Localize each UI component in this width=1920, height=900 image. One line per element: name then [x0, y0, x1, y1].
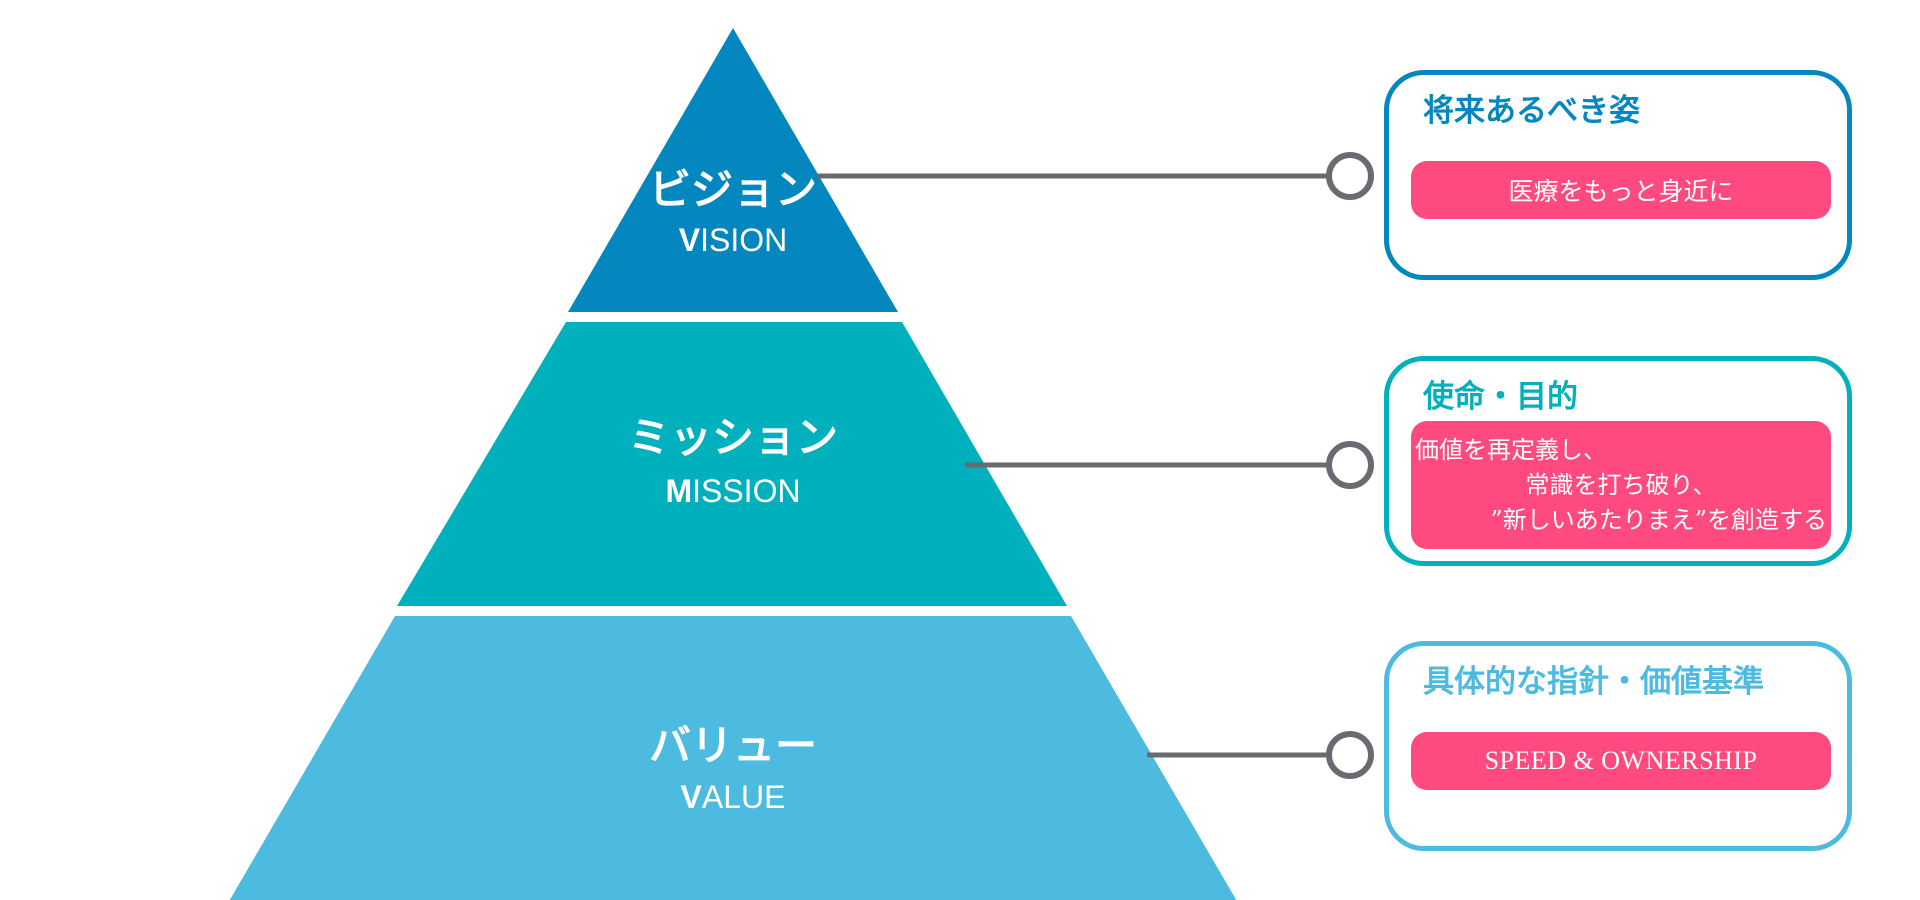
vision-jp-label: ビジョン	[649, 165, 817, 214]
value-en-label: VALUE	[681, 779, 786, 815]
value-statement-text: SPEED & OWNERSHIP	[1484, 746, 1758, 775]
vision-connector-node	[1326, 152, 1374, 200]
value-connector-node	[1326, 731, 1374, 779]
vision-statement-pill: 医療をもっと身近に	[1411, 161, 1831, 219]
value-card: 具体的な指針・価値基準 SPEED & OWNERSHIP	[1384, 641, 1852, 851]
mission-connector-node	[1326, 441, 1374, 489]
mission-card-title: 使命・目的	[1423, 379, 1578, 415]
vision-en-label: VISION	[679, 222, 787, 258]
value-jp-label: バリュー	[649, 721, 817, 770]
mission-en-rest: ISSION	[692, 473, 800, 509]
vision-en-rest: ISION	[700, 222, 787, 258]
mission-statement-line-2: 常識を打ち破り、	[1525, 470, 1717, 499]
mission-card: 使命・目的 価値を再定義し、 常識を打ち破り、 ”新しいあたりまえ”を創造する	[1384, 356, 1852, 566]
vision-card-title: 将来あるべき姿	[1423, 93, 1640, 129]
value-statement-pill: SPEED & OWNERSHIP	[1411, 732, 1831, 790]
pyramid-tier-mission	[397, 322, 1067, 606]
pyramid-tier-value	[229, 616, 1237, 900]
value-en-rest: ALUE	[702, 779, 786, 815]
mission-en-label: MISSION	[665, 473, 800, 509]
vision-statement-text: 医療をもっと身近に	[1508, 177, 1734, 206]
mission-jp-label: ミッション	[628, 413, 838, 462]
value-card-title: 具体的な指針・価値基準	[1423, 664, 1764, 700]
value-en-initial: V	[681, 779, 703, 815]
vision-card: 将来あるべき姿 医療をもっと身近に	[1384, 70, 1852, 280]
mission-en-initial: M	[665, 473, 692, 509]
mission-statement-line-3: ”新しいあたりまえ”を創造する	[1490, 505, 1827, 534]
pyramid-tier-vision	[568, 28, 898, 312]
vision-en-initial: V	[679, 222, 701, 258]
mission-statement-pill: 価値を再定義し、 常識を打ち破り、 ”新しいあたりまえ”を創造する	[1411, 421, 1831, 549]
mission-statement-line-1: 価値を再定義し、	[1415, 435, 1607, 464]
